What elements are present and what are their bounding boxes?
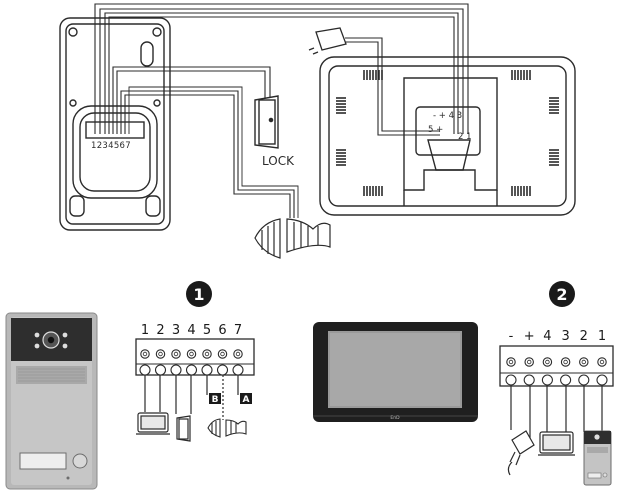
terminal-number: 6 — [218, 323, 226, 338]
lock-label: LOCK — [262, 154, 295, 168]
terminal-screw-bottom — [170, 364, 182, 376]
monitor-icon-small — [136, 412, 170, 435]
terminal-screw-bottom — [201, 364, 213, 376]
tag-a: A — [240, 393, 252, 405]
terminal-screw-top-inner — [235, 351, 241, 357]
terminal-1-wires — [144, 375, 239, 420]
monitor-front — [313, 322, 478, 422]
monitor-terminal-top-label: - + 4 3 — [433, 111, 462, 121]
terminal-number: + — [524, 329, 535, 344]
wires — [94, 3, 469, 218]
terminal-screw-top — [597, 357, 607, 367]
terminal-block-2-screws — [505, 357, 608, 386]
terminal-screw-top — [560, 357, 571, 367]
step-1-number: 1 — [193, 285, 204, 304]
terminal-screw-top — [171, 349, 181, 359]
terminal-screw-top — [579, 357, 589, 367]
monitor-terminal-bottom-left-label: 5 + — [428, 125, 443, 135]
step-1-badge: 1 — [186, 281, 212, 307]
terminal-screw-top-inner — [599, 359, 605, 365]
terminal-screw-top — [202, 349, 212, 359]
monitor-back — [319, 56, 576, 216]
terminal-screw-bottom — [139, 364, 151, 376]
terminal-screw-bottom — [578, 374, 590, 386]
terminal-screw-bottom — [216, 364, 229, 376]
terminal-number: 3 — [561, 329, 569, 344]
terminal-screw-top-inner — [581, 359, 586, 365]
step-2-badge: 2 — [549, 281, 575, 307]
terminal-number: 4 — [543, 329, 551, 344]
terminal-number: 2 — [156, 323, 164, 338]
terminal-screw-bottom — [185, 364, 198, 376]
terminal-2-wires — [510, 386, 603, 438]
terminal-screw-top-inner — [204, 351, 210, 357]
terminal-number: 1 — [598, 329, 606, 344]
tag-a-text: A — [243, 395, 250, 405]
terminal-screw-bottom — [154, 364, 167, 376]
terminal-screw-top-inner — [563, 359, 568, 365]
terminal-screw-top-inner — [158, 351, 163, 357]
terminal-number: 5 — [203, 323, 211, 338]
monitor-brand-label: EnD — [390, 415, 400, 421]
step-2-number: 2 — [556, 285, 567, 304]
terminal-screw-bottom — [560, 374, 572, 386]
terminal-screw-bottom — [541, 374, 553, 386]
terminal-screw-top-inner — [142, 351, 148, 357]
monitor-icon-small-2 — [538, 431, 575, 456]
terminal-screw-top-inner — [527, 359, 532, 365]
terminal-screw-top-inner — [189, 351, 194, 357]
terminal-screw-top — [217, 349, 228, 359]
outdoor-terminal-label: 1234567 — [91, 141, 131, 151]
terminal-screw-bottom — [596, 374, 608, 386]
terminal-screw-top — [140, 349, 150, 359]
terminal-screw-top-inner — [545, 359, 550, 365]
outdoor-unit-icon-small — [583, 430, 612, 486]
terminal-screw-top — [186, 349, 197, 359]
tag-b: B — [209, 393, 221, 405]
gate-icon-small — [207, 418, 247, 438]
terminal-number: 7 — [234, 323, 242, 338]
monitor-vents — [336, 70, 559, 196]
power-adapter-icon-small — [507, 430, 535, 476]
terminal-screw-top-inner — [508, 359, 514, 365]
gate-motor-icon — [254, 218, 331, 259]
terminal-number: 2 — [580, 329, 588, 344]
terminal-screw-top — [542, 357, 553, 367]
terminal-screw-bottom — [523, 374, 535, 386]
outdoor-unit-back — [59, 17, 171, 231]
terminal-screw-top-inner — [220, 351, 225, 357]
terminal-number: - — [509, 329, 514, 344]
terminal-screw-bottom — [505, 374, 517, 386]
terminal-screw-top — [506, 357, 516, 367]
outdoor-unit-front — [5, 312, 98, 490]
terminal-screw-bottom — [232, 364, 244, 376]
terminal-screw-top — [524, 357, 534, 367]
door-icon-small — [176, 415, 191, 442]
terminal-number: 1 — [141, 323, 149, 338]
terminal-number: 4 — [187, 323, 195, 338]
monitor-terminal-bottom-right-label: 2 1 — [458, 132, 472, 142]
terminal-screw-top-inner — [173, 351, 179, 357]
terminal-number: 3 — [172, 323, 180, 338]
tag-b-text: B — [212, 395, 219, 405]
terminal-screw-top — [233, 349, 243, 359]
power-adapter-icon — [308, 27, 347, 55]
lock-door-icon — [254, 95, 279, 149]
terminal-screw-top — [155, 349, 166, 359]
